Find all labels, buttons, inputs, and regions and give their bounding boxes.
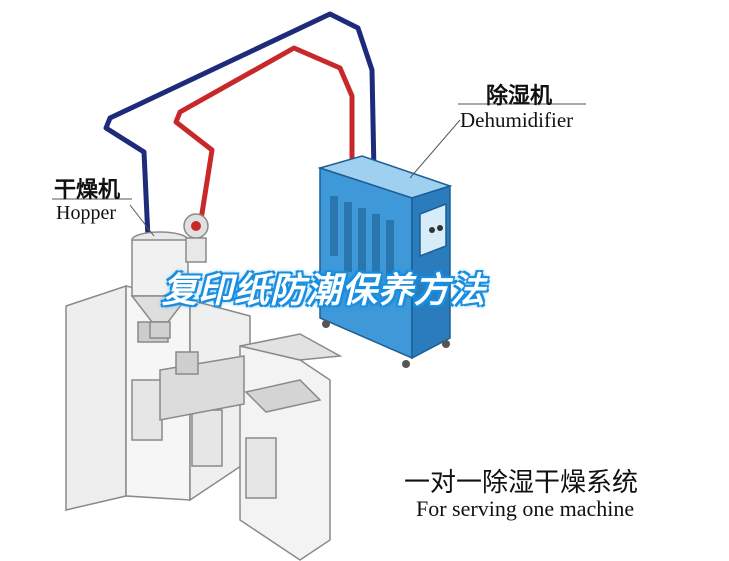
system-caption-en: For serving one machine xyxy=(416,496,635,521)
dehumidifier-label-en: Dehumidifier xyxy=(460,108,574,132)
dehumidifier-label-cn: 除湿机 xyxy=(486,84,553,109)
hopper-dryer xyxy=(130,213,209,339)
injection-machine xyxy=(65,284,343,561)
dehumidifier-leader-line xyxy=(409,119,461,179)
overlay-title: 复印纸防潮保养方法 xyxy=(162,271,487,311)
return-air-pipe xyxy=(103,11,377,239)
dehumidifier-unit xyxy=(317,155,453,368)
supply-air-pipe xyxy=(173,45,355,227)
hopper-label-en: Hopper xyxy=(56,202,116,224)
hopper-label-cn: 干燥机 xyxy=(54,178,121,203)
hopper-leader-line xyxy=(129,204,155,237)
system-caption-cn: 一对一除湿干燥系统 xyxy=(404,468,639,498)
